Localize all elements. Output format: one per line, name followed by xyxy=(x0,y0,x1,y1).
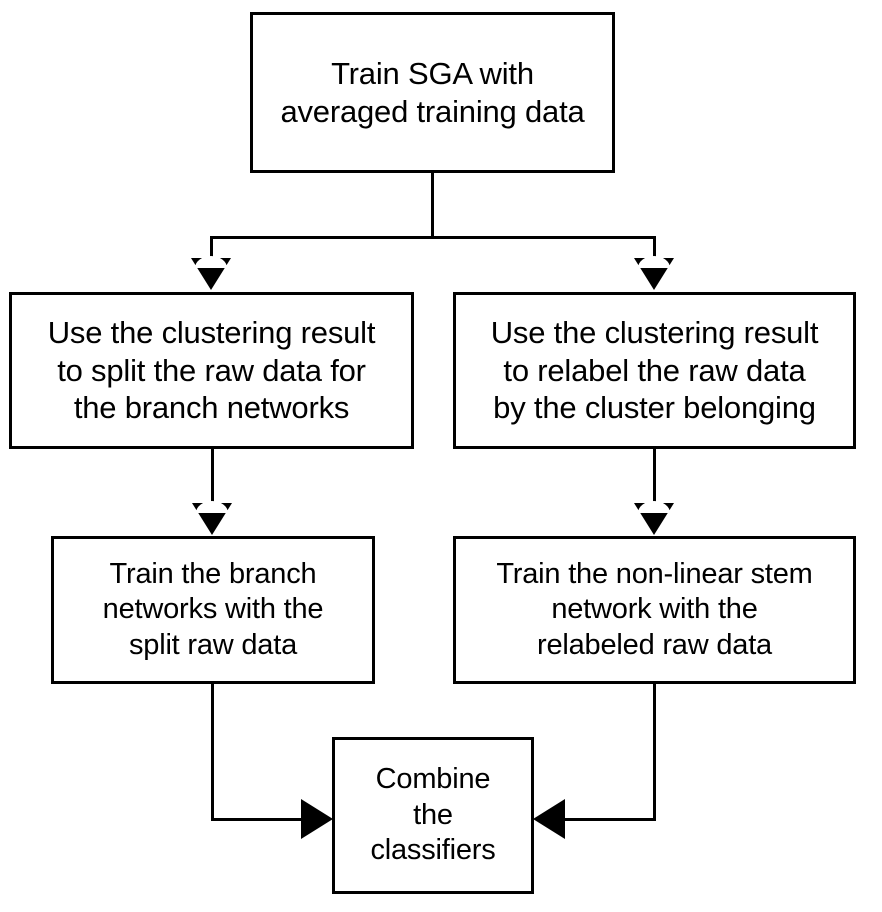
node-relabel-raw-data-label: Use the clustering result to relabel the… xyxy=(490,314,819,426)
node-relabel-raw-data[interactable]: Use the clustering result to relabel the… xyxy=(453,292,856,449)
connector-stem-to-combine-horizontal xyxy=(545,818,656,821)
arrowhead-down-icon-fork-left xyxy=(191,256,231,290)
node-train-sga-label: Train SGA with averaged training data xyxy=(280,55,585,129)
arrowhead-down-icon-fork-right xyxy=(634,256,674,290)
node-combine-classifiers-label: Combine the classifiers xyxy=(370,763,496,867)
connector-branch-to-combine-horizontal xyxy=(211,818,323,821)
node-combine-classifiers[interactable]: Combine the classifiers xyxy=(332,737,534,894)
arrowhead-down-icon-split-to-branch xyxy=(192,501,232,535)
arrowhead-right-icon-branch-to-combine xyxy=(301,799,333,839)
arrowhead-left-icon-stem-to-combine xyxy=(533,799,565,839)
node-train-stem-network[interactable]: Train the non-linear stem network with t… xyxy=(453,536,856,684)
node-split-raw-data-label: Use the clustering result to split the r… xyxy=(47,314,376,426)
connector-fork-right-drop xyxy=(653,236,656,266)
connector-fork-bar xyxy=(210,236,656,239)
connector-stem-to-combine-vertical xyxy=(653,684,656,821)
node-train-stem-network-label: Train the non-linear stem network with t… xyxy=(496,557,813,661)
connector-fork-left-drop xyxy=(210,236,213,266)
node-train-branch-networks-label: Train the branch networks with the split… xyxy=(102,557,324,661)
arrowhead-down-icon-relabel-to-stem xyxy=(634,501,674,535)
node-train-branch-networks[interactable]: Train the branch networks with the split… xyxy=(51,536,375,684)
connector-branch-to-combine-vertical xyxy=(211,684,214,821)
connector-train-sga-stem xyxy=(431,172,434,238)
node-split-raw-data[interactable]: Use the clustering result to split the r… xyxy=(9,292,414,449)
connector-relabel-to-stem xyxy=(653,449,656,507)
node-train-sga[interactable]: Train SGA with averaged training data xyxy=(250,12,615,173)
connector-split-to-branch xyxy=(211,449,214,507)
